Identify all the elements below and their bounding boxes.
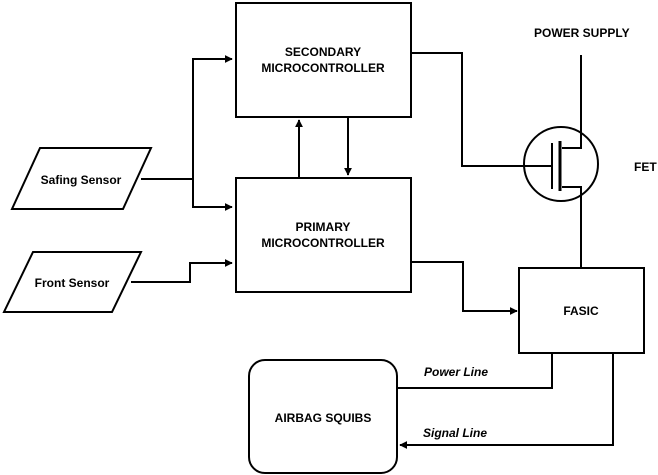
fet-symbol (523, 126, 599, 202)
safing-sensor-label: Safing Sensor (41, 173, 122, 187)
secondary-to-fet-wire (411, 52, 552, 167)
primary-mcu-label-line1: PRIMARY (296, 220, 351, 234)
front-sensor-block: Front Sensor (2, 251, 143, 313)
power-supply-label: POWER SUPPLY (534, 26, 630, 40)
airbag-squibs-label: AIRBAG SQUIBS (275, 411, 372, 425)
safing-to-secondary-wire (192, 55, 233, 179)
front-sensor-label: Front Sensor (35, 276, 110, 290)
fet-to-fasic-wire (562, 186, 582, 268)
safing-sensor-block: Safing Sensor (10, 147, 153, 210)
safing-to-primary-wire (192, 179, 233, 211)
front-to-primary-wire (131, 259, 233, 283)
connections (131, 52, 614, 449)
fet-circle (523, 126, 599, 202)
fasic-label: FASIC (563, 304, 599, 318)
secondary-microcontroller-block: SECONDARY MICROCONTROLLER (235, 2, 412, 118)
power-line-label: Power Line (424, 365, 488, 379)
fasic-block: FASIC (518, 267, 645, 354)
signal-line-label: Signal Line (423, 426, 487, 440)
fet-label: FET (634, 160, 657, 174)
power-supply-wire (562, 55, 582, 149)
primary-to-fasic-wire (411, 261, 518, 315)
signal-line-wire (399, 353, 614, 449)
secondary-mcu-label-line2: MICROCONTROLLER (261, 61, 385, 75)
airbag-squibs-block: AIRBAG SQUIBS (248, 359, 398, 474)
secondary-mcu-label-line1: SECONDARY (285, 45, 361, 59)
primary-mcu-label-line2: MICROCONTROLLER (261, 236, 385, 250)
power-line-wire (397, 353, 553, 389)
primary-microcontroller-block: PRIMARY MICROCONTROLLER (235, 177, 412, 293)
